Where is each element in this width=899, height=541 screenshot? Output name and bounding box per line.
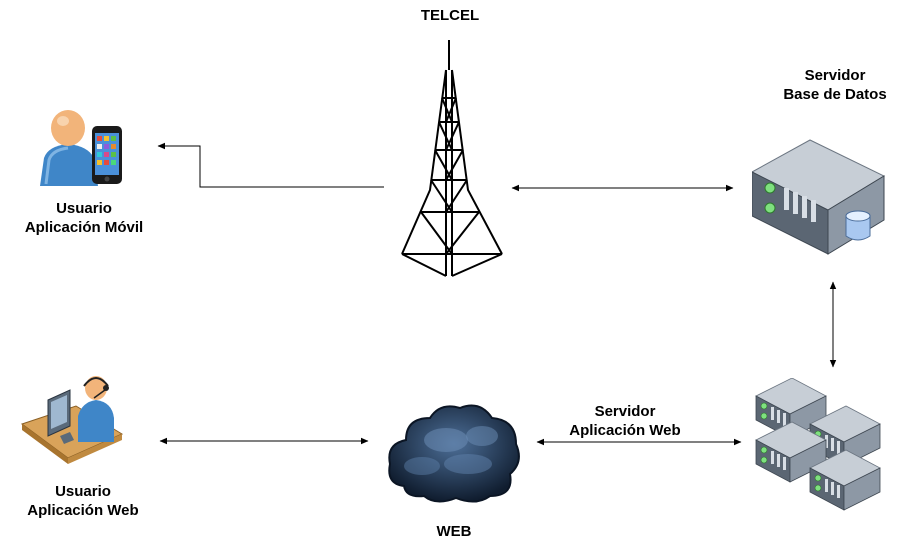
app-server-label-line2: Aplicación Web [569,422,681,439]
web-user-label-line1: Usuario [55,483,111,500]
database-server-icon [752,139,886,255]
web-user-label-line2: Aplicación Web [27,502,139,519]
mobile-user-label-line2: Aplicación Móvil [24,219,144,236]
user-with-smartphone-icon [40,110,122,186]
link-telcel-to-mobile-user [157,142,384,188]
web-user-label: Usuario Aplicación Web [0,482,166,520]
web-label: WEB [436,523,472,540]
db-server-label-line1: Servidor [804,67,866,84]
db-server-label-line2: Base de Datos [783,86,887,103]
telcel-label: TELCEL [420,7,480,24]
mobile-user-label-line1: Usuario [56,200,112,217]
mobile-user-label: Usuario Aplicación Móvil [0,199,168,237]
user-at-desk-icon [20,376,124,464]
db-server-label: Servidor Base de Datos [755,66,899,104]
app-server-label: Servidor Aplicación Web [550,402,700,440]
cell-tower-icon [401,40,503,277]
app-server-label-line1: Servidor [594,403,656,420]
cloud-icon [388,404,520,503]
server-cluster-icon [755,378,881,511]
